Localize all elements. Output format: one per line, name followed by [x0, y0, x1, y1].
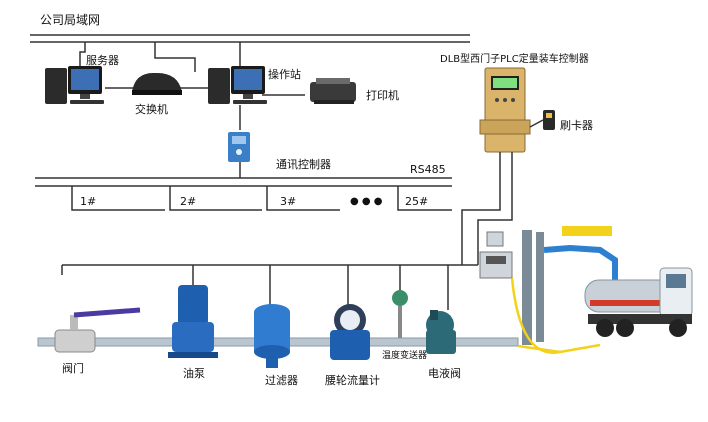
signal-bus [61, 264, 478, 310]
workstation-computer [208, 66, 267, 104]
valve-label: 阀门 [62, 361, 84, 375]
solenoid-valve [426, 310, 456, 354]
flowmeter-label: 腰轮流量计 [325, 373, 380, 387]
station-label-3: 3# [280, 195, 296, 208]
plc-controller-cabinet [479, 67, 531, 153]
card-reader-label: 刷卡器 [560, 119, 593, 132]
station-label-2: 2# [180, 195, 196, 208]
plc-controller-title: DLB型西门子PLC定量装车控制器 [440, 52, 589, 65]
workstation-label: 操作站 [268, 67, 301, 81]
lan-label: 公司局域网 [40, 13, 100, 27]
field-junction-box [479, 231, 513, 279]
station-ellipsis: ● ● ● [350, 196, 383, 207]
printer-label: 打印机 [366, 88, 399, 102]
controller-cables [461, 119, 544, 265]
comm-controller [228, 132, 250, 162]
temperature-transmitter [392, 290, 408, 338]
lan-network-lines [30, 34, 470, 211]
filter-label: 过滤器 [265, 374, 298, 387]
switch-label: 交换机 [135, 102, 168, 116]
tanker-truck [584, 267, 693, 337]
rs485-label: RS485 [410, 163, 446, 176]
server-computer [45, 66, 104, 104]
oil-pump [168, 285, 218, 358]
solenoid-valve-label: 电液阀 [428, 366, 461, 380]
network-switch [132, 72, 182, 95]
roots-flowmeter [330, 304, 370, 360]
card-reader [543, 110, 555, 130]
temp-transmitter-label: 温度变送器 [382, 349, 427, 361]
comm-controller-label: 通讯控制器 [276, 157, 331, 171]
station-label-25: 25# [405, 195, 428, 208]
printer [310, 78, 356, 104]
station-label-1: 1# [80, 195, 96, 208]
filter [254, 304, 290, 368]
oil-pump-label: 油泵 [183, 366, 205, 380]
ball-valve [54, 307, 141, 353]
server-label: 服务器 [86, 54, 119, 67]
loading-arm [522, 226, 618, 345]
